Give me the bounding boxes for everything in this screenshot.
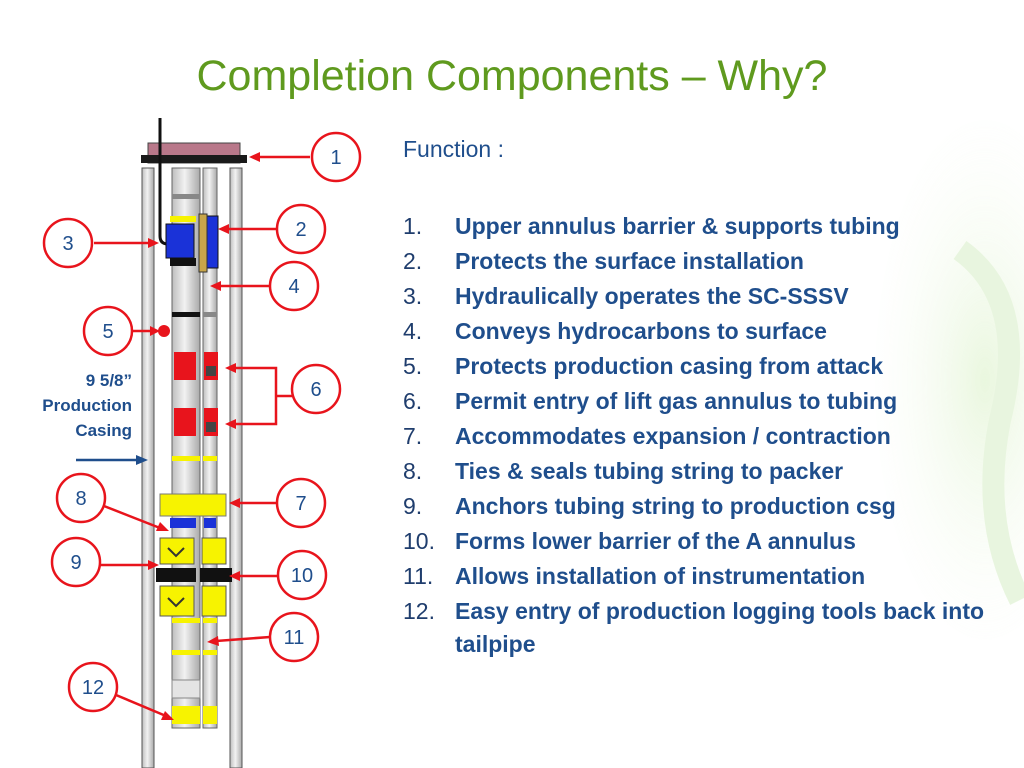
packer xyxy=(156,537,232,617)
function-text: Accommodates expansion / contraction xyxy=(455,423,891,449)
production-casing xyxy=(141,167,243,768)
callout-1: 1 xyxy=(310,131,362,183)
function-number: 6. xyxy=(403,388,423,414)
casing-label: 9 5/8” Production Casing xyxy=(10,368,132,443)
coating-marker xyxy=(158,325,170,337)
function-item: 4. Conveys hydrocarbons to surface xyxy=(403,313,1013,348)
function-text: Protects the surface installation xyxy=(455,248,804,274)
function-text: Protects production casing from attack xyxy=(455,353,884,379)
callout-5: 5 xyxy=(82,305,134,357)
slide-title: Completion Components – Why? xyxy=(196,52,828,100)
function-item: 11. Allows installation of instrumentatio… xyxy=(403,558,1013,593)
callout-7-label: 7 xyxy=(295,493,306,515)
function-item: 5. Protects production casing from attack xyxy=(403,348,1013,383)
callout-9-label: 9 xyxy=(70,552,81,574)
function-number: 9. xyxy=(403,493,423,519)
function-text: Easy entry of production logging tools b… xyxy=(455,598,985,657)
function-number: 5. xyxy=(403,353,423,379)
function-list: 1. Upper annulus barrier & supports tubin… xyxy=(403,208,1013,661)
function-label: Function : xyxy=(403,136,504,162)
function-text: Hydraulically operates the SC-SSSV xyxy=(455,283,849,309)
gas-lift-mandrels xyxy=(174,352,218,436)
function-text: Ties & seals tubing string to packer xyxy=(455,458,844,484)
function-text: Permit entry of lift gas annulus to tubi… xyxy=(455,388,898,414)
callout-4-label: 4 xyxy=(288,276,299,298)
function-item: 9. Anchors tubing string to production cs… xyxy=(403,488,1013,523)
function-text: Conveys hydrocarbons to surface xyxy=(455,318,827,344)
safety-valve xyxy=(165,213,219,273)
function-text: Upper annulus barrier & supports tubing xyxy=(455,213,900,239)
callout-10-label: 10 xyxy=(291,565,313,587)
casing-label-line3: Casing xyxy=(75,421,132,440)
callout-1-label: 1 xyxy=(330,147,341,169)
function-item: 2. Protects the surface installation xyxy=(403,243,1013,278)
function-item: 3. Hydraulically operates the SC-SSSV xyxy=(403,278,1013,313)
tubing-hanger xyxy=(141,142,247,164)
function-text: Forms lower barrier of the A annulus xyxy=(455,528,856,554)
callout-3-label: 3 xyxy=(62,233,73,255)
expansion-joint xyxy=(159,493,227,528)
callout-12-label: 12 xyxy=(82,677,104,699)
casing-label-size: 9 5/8” xyxy=(85,371,132,390)
function-item: 12. Easy entry of production logging tool… xyxy=(403,593,1013,661)
callout-6: 6 xyxy=(290,363,342,415)
function-number: 12. xyxy=(403,598,435,624)
callout-2-label: 2 xyxy=(295,219,306,241)
function-item: 8. Ties & seals tubing string to packer xyxy=(403,453,1013,488)
function-number: 7. xyxy=(403,423,423,449)
callout-11-label: 11 xyxy=(284,627,305,649)
casing-label-line2: Production xyxy=(42,396,132,415)
callout-6-label: 6 xyxy=(310,379,321,401)
callout-arrows xyxy=(94,152,310,720)
callout-12: 12 xyxy=(67,661,119,713)
callout-5-label: 5 xyxy=(102,321,113,343)
function-number: 8. xyxy=(403,458,423,484)
function-item: 1. Upper annulus barrier & supports tubin… xyxy=(403,208,1013,243)
callout-2: 2 xyxy=(275,203,327,255)
callout-10: 10 xyxy=(276,549,328,601)
callout-8-label: 8 xyxy=(75,488,86,510)
function-text: Anchors tubing string to production csg xyxy=(455,493,896,519)
function-number: 1. xyxy=(403,213,423,239)
callout-7: 7 xyxy=(275,477,327,529)
function-number: 4. xyxy=(403,318,423,344)
callout-11: 11 xyxy=(268,611,320,663)
function-number: 2. xyxy=(403,248,423,274)
wireline-entry-guide xyxy=(171,679,217,724)
function-text: Allows installation of instrumentation xyxy=(455,563,866,589)
function-item: 7. Accommodates expansion / contraction xyxy=(403,418,1013,453)
function-item: 10. Forms lower barrier of the A annulus xyxy=(403,523,1013,558)
function-number: 3. xyxy=(403,283,423,309)
function-number: 10. xyxy=(403,528,435,554)
callout-circles: 1 2 3 4 5 6 7 8 9 10 11 12 xyxy=(42,131,362,713)
callout-3: 3 xyxy=(42,217,94,269)
callout-4: 4 xyxy=(268,260,320,312)
function-item: 6. Permit entry of lift gas annulus to tu… xyxy=(403,383,1013,418)
casing-pointer xyxy=(76,455,148,465)
background-watermark xyxy=(875,120,1024,640)
function-number: 11. xyxy=(403,563,434,589)
callout-8: 8 xyxy=(55,472,107,524)
callout-9: 9 xyxy=(50,536,102,588)
